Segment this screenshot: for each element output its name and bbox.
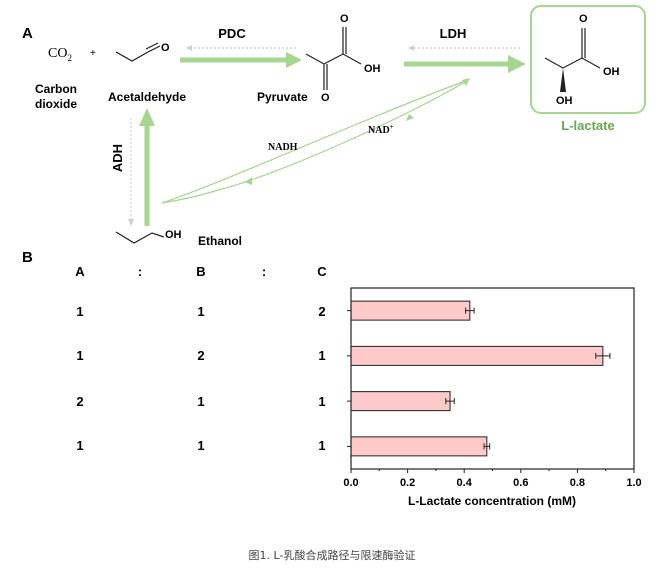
pyruvate-structure <box>305 27 362 90</box>
x-tick-label: 0.2 <box>400 477 415 489</box>
ratio-header-b: B <box>196 264 205 279</box>
l-lactate-structure <box>544 28 601 69</box>
acetaldehyde-o-atom: O <box>161 42 170 54</box>
loop-arrowhead-upper <box>462 78 470 86</box>
l-lactate-label: L-lactate <box>561 118 614 133</box>
co2-formula: CO2 <box>48 46 72 63</box>
figure-caption: 图1. L-乳酸合成路径与限速酶验证 <box>248 549 416 562</box>
ethanol-label: Ethanol <box>198 234 242 248</box>
l-lactate-box <box>530 5 646 114</box>
adh-forward-arrowhead <box>139 108 155 126</box>
carbon-dioxide-label-2: dioxide <box>35 97 77 111</box>
ethanol-structure <box>115 231 165 244</box>
ratio-value-c: 1 <box>318 394 325 409</box>
loop-arrowhead-nadh <box>245 177 252 185</box>
ldh-reverse-arrowhead <box>408 45 414 51</box>
x-axis-label: L-Lactate concentration (mM) <box>408 494 576 508</box>
ratio-value-c: 1 <box>318 438 325 453</box>
ratio-row: 1 2 1 <box>76 348 325 363</box>
x-tick-label: 0.6 <box>513 477 528 489</box>
bar <box>350 391 451 412</box>
l-lactate-oh-bottom: OH <box>556 95 573 107</box>
x-tick-label: 1.0 <box>626 477 641 489</box>
ratio-value-b: 1 <box>197 304 204 319</box>
ratio-row: 1 1 1 <box>76 438 325 453</box>
acetaldehyde-structure <box>115 42 161 62</box>
nad-loop-arrow-2 <box>161 189 219 204</box>
x-tick-label: 0.8 <box>570 477 585 489</box>
pyruvate-o-top: O <box>340 13 349 25</box>
pdc-enzyme-label: PDC <box>218 26 246 41</box>
nadh-label: NADH <box>268 142 298 153</box>
nad-loop-arrow-1 <box>217 79 469 191</box>
ratio-row: 2 1 1 <box>76 394 325 409</box>
nad-plus-label: NAD+ <box>368 123 394 136</box>
l-lactate-oh-right: OH <box>603 66 620 78</box>
pyruvate-o-bottom: O <box>321 92 330 104</box>
l-lactate-o-top: O <box>579 13 588 25</box>
l-lactate-wedge-bond <box>560 68 566 92</box>
ratio-header-c: C <box>317 264 327 279</box>
x-tick-label: 0.4 <box>457 477 473 489</box>
x-tick-label: 0.0 <box>343 477 358 489</box>
loop-arrowhead-nad <box>406 114 414 121</box>
bar <box>350 345 604 366</box>
pdc-forward-arrowhead <box>286 52 302 68</box>
ratio-value-c: 1 <box>318 348 325 363</box>
adh-reverse-arrowhead <box>128 219 134 226</box>
plus-sign: + <box>90 48 96 59</box>
ratio-value-a: 1 <box>76 348 83 363</box>
ratio-value-b: 1 <box>197 438 204 453</box>
ratio-header-colon-1: : <box>138 264 142 279</box>
ratio-header-a: A <box>75 264 85 279</box>
ldh-enzyme-label: LDH <box>440 26 467 41</box>
pyruvate-label: Pyruvate <box>257 90 308 104</box>
panel-b-label: B <box>22 249 33 266</box>
ratio-value-a: 2 <box>76 394 83 409</box>
bar <box>350 300 471 321</box>
ratio-value-a: 1 <box>76 304 83 319</box>
ratio-value-b: 1 <box>197 394 204 409</box>
ratio-row: 1 1 2 <box>76 304 325 319</box>
acetaldehyde-label: Acetaldehyde <box>108 90 186 104</box>
nadh-loop-upper <box>161 79 469 204</box>
ratio-value-c: 2 <box>318 304 325 319</box>
ratio-value-a: 1 <box>76 438 83 453</box>
bar <box>350 436 488 457</box>
pdc-reverse-arrowhead <box>186 45 192 51</box>
ratio-value-b: 2 <box>197 348 204 363</box>
ethanol-oh: OH <box>165 229 182 241</box>
adh-enzyme-label: ADH <box>110 144 125 172</box>
panel-a-label: A <box>22 25 33 42</box>
lactate-bar-chart: 0.0 0.2 0.4 0.6 0.8 1.0 <box>343 287 642 489</box>
ldh-forward-arrowhead <box>508 55 526 73</box>
carbon-dioxide-label-1: Carbon <box>35 82 77 96</box>
pyruvate-oh: OH <box>364 63 381 75</box>
ratio-header-colon-2: : <box>262 264 266 279</box>
